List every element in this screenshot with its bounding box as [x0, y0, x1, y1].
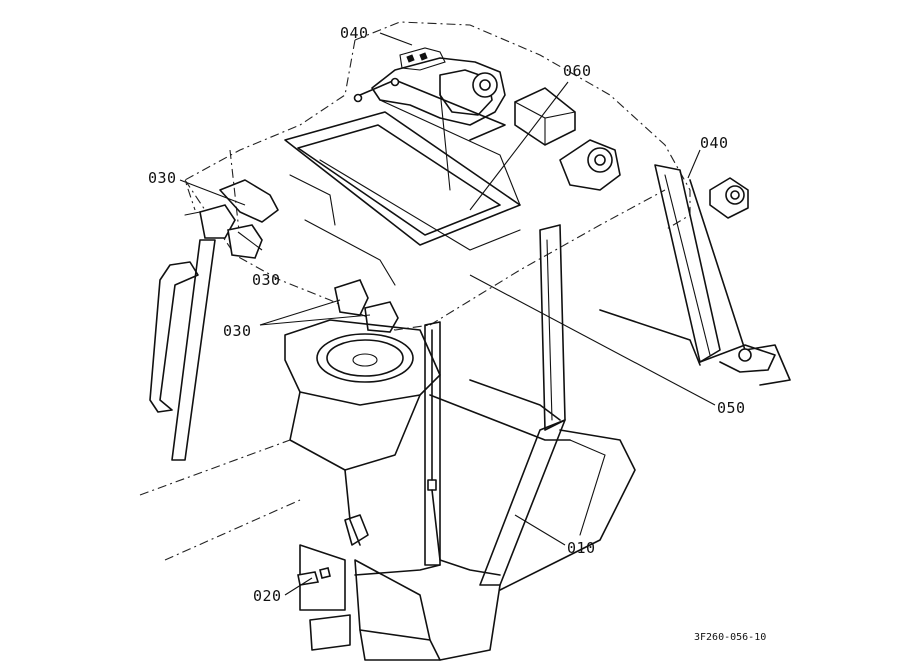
callout-060: 060: [563, 62, 592, 80]
overhead-console: [284, 79, 521, 286]
callout-040-top: 040: [340, 24, 369, 42]
control-unit-box: [514, 87, 576, 146]
ground-bolt-bracket: [297, 514, 369, 651]
left-mirrors-and-switches: [184, 179, 399, 333]
callout-030-b: 030: [252, 271, 281, 289]
left-grab-handle: [149, 261, 199, 413]
pillar-harness-010: [354, 239, 553, 576]
rear-work-lamp-assembly: [353, 47, 506, 126]
right-rear-pillar: [654, 164, 791, 386]
callout-010: 010: [567, 539, 596, 557]
leader-lines: [179, 32, 716, 596]
steering-and-dash: [284, 319, 441, 546]
callout-050: 050: [717, 399, 746, 417]
figure-reference-code: 3F260-056-10: [694, 632, 766, 643]
callout-040-right: 040: [700, 134, 729, 152]
right-work-lamp: [559, 139, 749, 219]
front-pillars: [171, 224, 566, 586]
callout-020: 020: [253, 587, 282, 605]
roof-outline: [184, 21, 691, 331]
lower-frame: [139, 309, 701, 661]
callout-030-c: 030: [223, 322, 252, 340]
callout-030-a: 030: [148, 169, 177, 187]
